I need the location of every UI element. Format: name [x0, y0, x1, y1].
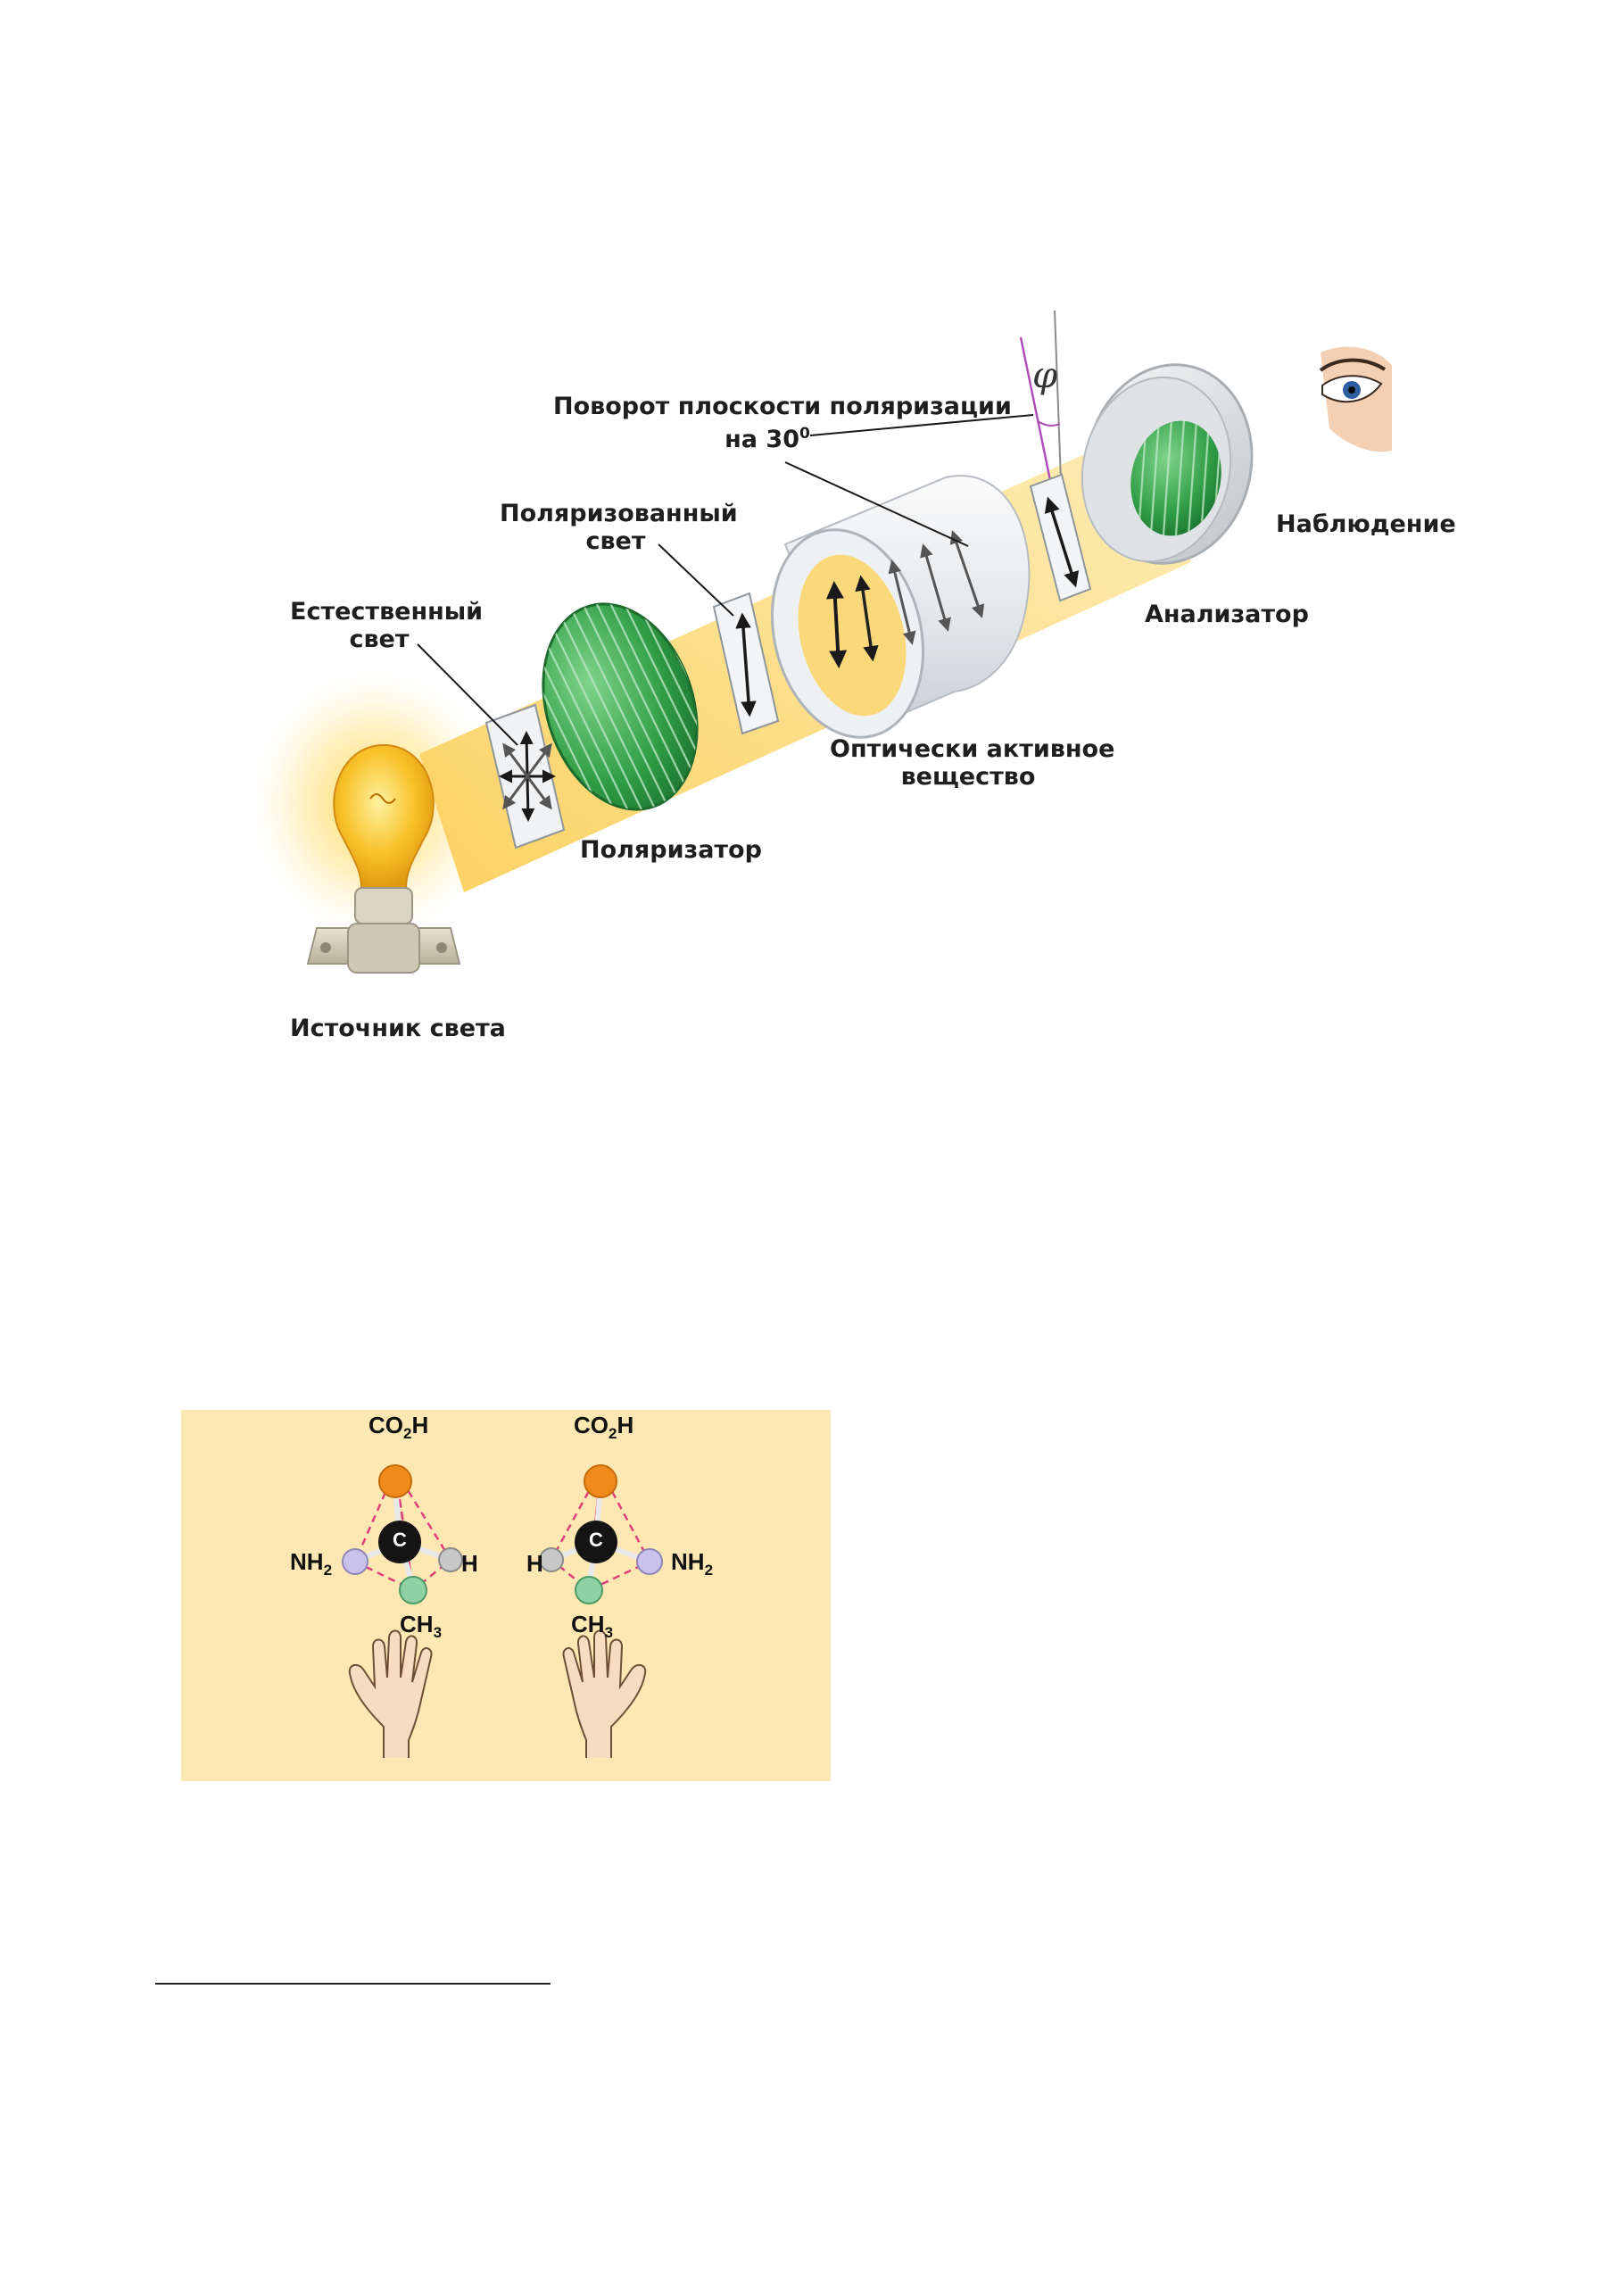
polarizer	[542, 602, 699, 811]
right-left-group: H	[526, 1550, 543, 1577]
right-right-group: NH2	[671, 1548, 713, 1579]
right-top-main: CO	[574, 1412, 609, 1438]
left-top-group: CO2H	[368, 1412, 428, 1443]
right-hand-icon	[562, 1629, 647, 1769]
carbon-atom	[378, 1521, 421, 1563]
left-bottom-group: CH3	[400, 1611, 442, 1642]
label-polarizer: Поляризатор	[580, 836, 762, 864]
enantiomers-diagram	[181, 1410, 831, 1781]
enantiomers-background	[181, 1410, 831, 1781]
carboxyl-atom	[584, 1464, 617, 1498]
left-left-group: NH2	[290, 1548, 332, 1579]
polarized-light-plate	[712, 592, 780, 735]
amino-atom	[636, 1548, 663, 1575]
label-polarized-line2: свет	[585, 527, 646, 555]
right-top-end: H	[617, 1412, 634, 1438]
left-center-atom-label: C	[393, 1529, 407, 1551]
molecule-left	[342, 1464, 463, 1604]
right-right-sub: 2	[704, 1562, 714, 1579]
right-bottom-main: CH	[571, 1611, 605, 1637]
label-natural-line1: Естественный	[290, 598, 484, 626]
polarimeter-diagram	[250, 310, 1392, 974]
amino-atom	[342, 1548, 368, 1575]
natural-light-plate	[484, 703, 566, 850]
label-rotation: Поворот плоскости поляризации на 300	[553, 393, 1012, 453]
label-natural-light: Естественный свет	[290, 598, 484, 653]
right-center-atom-label: C	[589, 1529, 603, 1551]
carboxyl-atom	[378, 1464, 412, 1498]
molecule-right	[539, 1464, 663, 1604]
label-natural-line2: свет	[349, 626, 410, 653]
label-optically-active: Оптически активное вещество	[830, 735, 1115, 791]
label-polarized-line1: Поляризованный	[500, 500, 738, 527]
label-rotation-line1: Поворот плоскости поляризации	[553, 393, 1012, 420]
leader-polarized	[658, 543, 734, 617]
carbon-atom	[575, 1521, 617, 1563]
phi-symbol: φ	[1032, 355, 1058, 396]
left-left-main: NH	[290, 1548, 324, 1575]
footnote-divider	[155, 1983, 551, 1985]
analyzer	[1081, 363, 1254, 565]
leader-cylinder	[784, 461, 969, 547]
right-top-sub: 2	[609, 1425, 617, 1443]
right-right-main: NH	[671, 1548, 705, 1575]
left-right-group: H	[461, 1550, 478, 1577]
hydrogen-atom	[539, 1547, 564, 1572]
left-top-end: H	[411, 1412, 429, 1438]
label-optically-active-line1: Оптически активное	[830, 735, 1115, 763]
leader-natural	[417, 643, 518, 746]
label-rotation-value: на 30	[725, 426, 799, 453]
hydrogen-atom	[438, 1547, 463, 1572]
left-left-sub: 2	[323, 1562, 333, 1579]
label-optically-active-line2: вещество	[900, 763, 1036, 791]
label-analyzer: Анализатор	[1145, 601, 1309, 628]
right-top-group: CO2H	[574, 1412, 633, 1443]
label-observation: Наблюдение	[1276, 510, 1456, 538]
methyl-atom	[399, 1576, 427, 1604]
optically-active-cylinder	[770, 475, 1031, 739]
methyl-atom	[575, 1576, 603, 1604]
leader-rotation	[809, 414, 1034, 436]
left-bottom-sub: 3	[433, 1624, 443, 1642]
label-rotation-line2: на 300	[553, 420, 981, 453]
label-light-source: Источник света	[290, 1015, 506, 1042]
left-top-sub: 2	[403, 1425, 412, 1443]
rotated-light-plate	[1029, 473, 1092, 602]
right-bottom-group: CH3	[571, 1611, 613, 1642]
label-rotation-degree: 0	[799, 425, 810, 443]
eye-icon	[1319, 346, 1392, 452]
label-polarized-light: Поляризованный свет	[500, 500, 738, 555]
left-top-main: CO	[368, 1412, 403, 1438]
light-source-lamp	[306, 743, 461, 974]
left-hand-icon	[348, 1629, 433, 1769]
right-bottom-sub: 3	[604, 1624, 614, 1642]
left-bottom-main: CH	[400, 1611, 434, 1637]
